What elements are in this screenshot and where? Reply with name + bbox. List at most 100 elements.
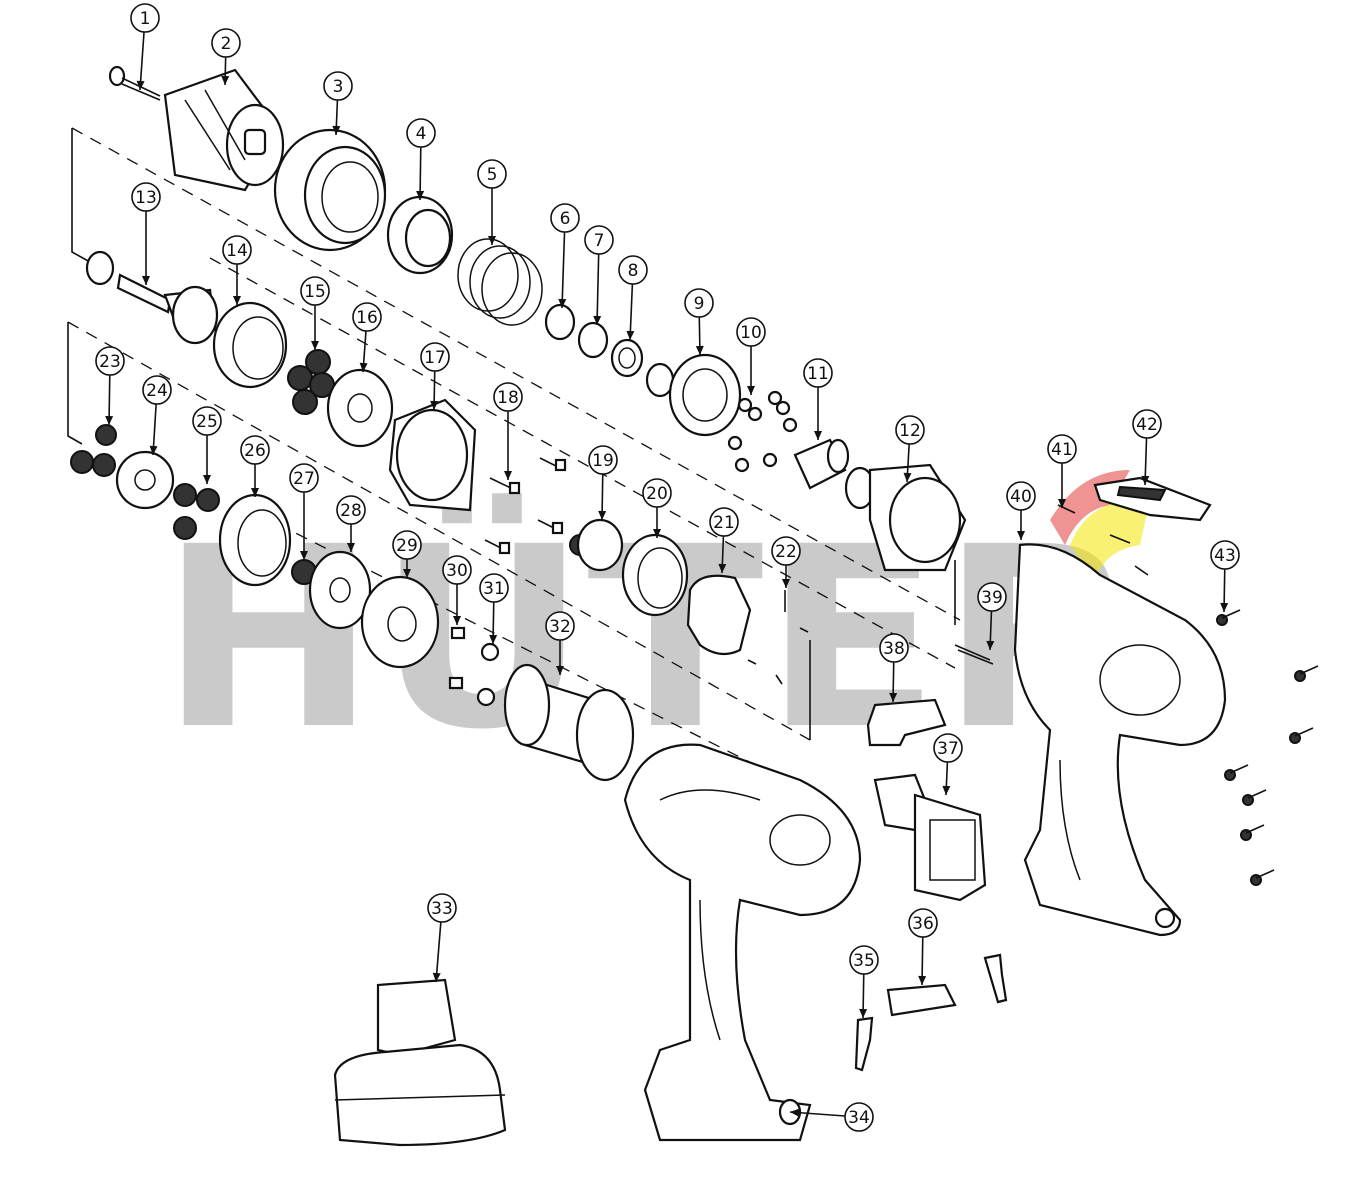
callout-number: 30 <box>446 561 468 581</box>
part-washer-9 <box>668 353 742 437</box>
callout-arrowhead <box>747 386 755 395</box>
callout-arrowhead <box>1141 475 1150 485</box>
part-housing-17 <box>388 398 477 512</box>
callout-number: 12 <box>899 421 921 441</box>
callout-24: 24 <box>142 375 172 456</box>
part-contact-35 <box>854 1016 874 1072</box>
callout-circle <box>130 3 160 33</box>
part-screw <box>448 676 464 690</box>
part-housing-right-40 <box>1013 543 1227 937</box>
part-motor-plate-29 <box>360 575 440 669</box>
callout-circle <box>352 302 382 332</box>
callout-11: 11 <box>803 358 833 440</box>
callout-arrowhead <box>556 666 564 675</box>
callout-arrowhead <box>432 972 441 982</box>
callout-arrowhead <box>790 1108 800 1117</box>
part-balls-10 <box>727 390 798 473</box>
callout-circle <box>392 530 422 560</box>
callout-40: 40 <box>1006 481 1036 540</box>
part-screw-30 <box>450 626 466 640</box>
callout-number: 26 <box>244 441 266 461</box>
callout-2: 2 <box>211 28 241 86</box>
callout-circle <box>709 507 739 537</box>
part-carrier-19 <box>569 518 624 572</box>
callout-number: 19 <box>592 451 614 471</box>
callout-arrowhead <box>782 579 790 588</box>
callout-28: 28 <box>336 495 366 552</box>
part-gear-23 <box>95 424 117 446</box>
logo-yellow-swoosh <box>1070 499 1150 580</box>
callout-number: 13 <box>135 188 157 208</box>
callout-arrowhead <box>203 475 211 484</box>
part-gear-housing-12 <box>844 463 967 572</box>
callout-circle <box>584 225 614 255</box>
part-ring-4 <box>386 195 454 275</box>
watermark: HÜTER <box>160 470 1150 784</box>
callout-number: 37 <box>937 739 959 759</box>
callout-35: 35 <box>849 945 879 1019</box>
callout-circle <box>442 555 472 585</box>
callout-number: 43 <box>1214 546 1236 566</box>
callout-16: 16 <box>352 302 382 373</box>
callout-1: 1 <box>130 3 160 91</box>
callout-number: 39 <box>981 588 1003 608</box>
part-switch-37 <box>873 773 987 902</box>
callout-arrowhead <box>489 634 498 644</box>
callout-number: 2 <box>221 34 232 54</box>
part-gears-25 <box>173 483 220 540</box>
callout-39: 39 <box>977 582 1007 651</box>
callout-number: 16 <box>356 308 378 328</box>
part-motor-32 <box>503 663 635 782</box>
callout-number: 3 <box>333 77 344 97</box>
part-spring-5 <box>457 238 543 326</box>
callout-36: 36 <box>908 908 938 986</box>
callout-14: 14 <box>222 235 252 305</box>
callout-leader-line <box>629 283 634 341</box>
callout-circle <box>479 573 509 603</box>
callout-circle <box>1006 481 1036 511</box>
callout-arrowhead <box>903 472 912 482</box>
callout-33: 33 <box>427 893 457 983</box>
callout-number: 20 <box>646 484 668 504</box>
callout-circle <box>618 255 648 285</box>
callout-number: 31 <box>483 579 505 599</box>
callout-number: 10 <box>740 323 762 343</box>
callout-number: 23 <box>99 352 121 372</box>
callout-arrowhead <box>403 569 411 578</box>
part-nut-31 <box>480 642 500 662</box>
callout-arrowhead <box>814 431 822 440</box>
callout-circle <box>131 182 161 212</box>
callout-17: 17 <box>420 342 450 411</box>
callout-number: 24 <box>146 381 168 401</box>
callout-23: 23 <box>95 346 125 426</box>
callout-arrowhead <box>149 445 158 455</box>
callout-6: 6 <box>550 203 580 309</box>
callout-circle <box>1132 409 1162 439</box>
callout-circle <box>803 358 833 388</box>
part-washer-7 <box>577 321 609 359</box>
part-bearing-8 <box>610 338 644 378</box>
callout-number: 27 <box>293 469 315 489</box>
callout-circle <box>908 908 938 938</box>
callout-arrowhead <box>347 543 355 552</box>
callout-9: 9 <box>684 288 714 356</box>
part-ring-gear-20 <box>621 533 689 617</box>
callout-38: 38 <box>879 633 909 703</box>
callout-number: 25 <box>196 412 218 432</box>
callout-arrowhead <box>332 125 341 135</box>
callout-circle <box>977 582 1007 612</box>
callout-31: 31 <box>479 573 509 645</box>
callout-number: 33 <box>431 899 453 919</box>
callout-30: 30 <box>442 555 472 625</box>
callout-circle <box>642 478 672 508</box>
callout-number: 42 <box>1136 415 1158 435</box>
callout-arrowhead <box>718 563 727 573</box>
callout-15: 15 <box>300 276 330 350</box>
callout-arrowhead <box>918 975 927 985</box>
callout-circle <box>736 317 766 347</box>
part-slider-38 <box>866 698 947 747</box>
callout-circle <box>477 159 507 189</box>
callout-arrowhead <box>311 341 319 350</box>
part-ring-gear-14 <box>212 301 288 389</box>
